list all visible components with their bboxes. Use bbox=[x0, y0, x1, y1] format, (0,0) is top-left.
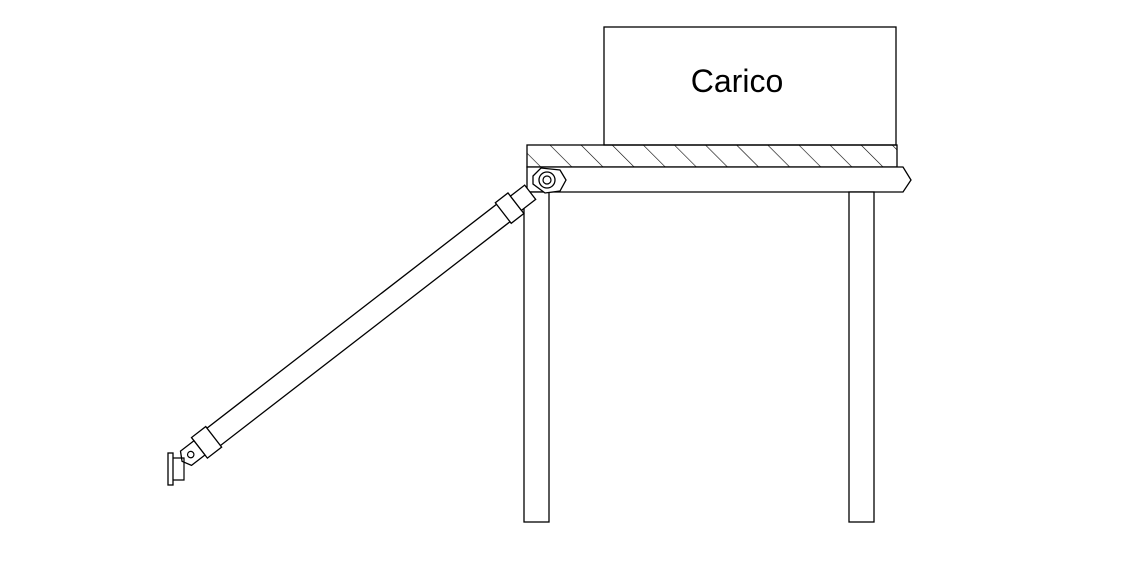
table-top-plate bbox=[526, 144, 898, 168]
actuator-upper-rod-end bbox=[509, 184, 537, 212]
horizontal-beam bbox=[526, 166, 912, 193]
load-box: Carico bbox=[603, 26, 897, 146]
upper-pivot-joint bbox=[532, 167, 567, 194]
lower-mount-bracket bbox=[167, 452, 185, 486]
left-leg bbox=[523, 191, 550, 523]
actuator-barrel bbox=[202, 202, 513, 449]
linear-actuator bbox=[179, 184, 537, 467]
right-leg bbox=[848, 191, 875, 523]
load-label: Carico bbox=[691, 63, 783, 99]
